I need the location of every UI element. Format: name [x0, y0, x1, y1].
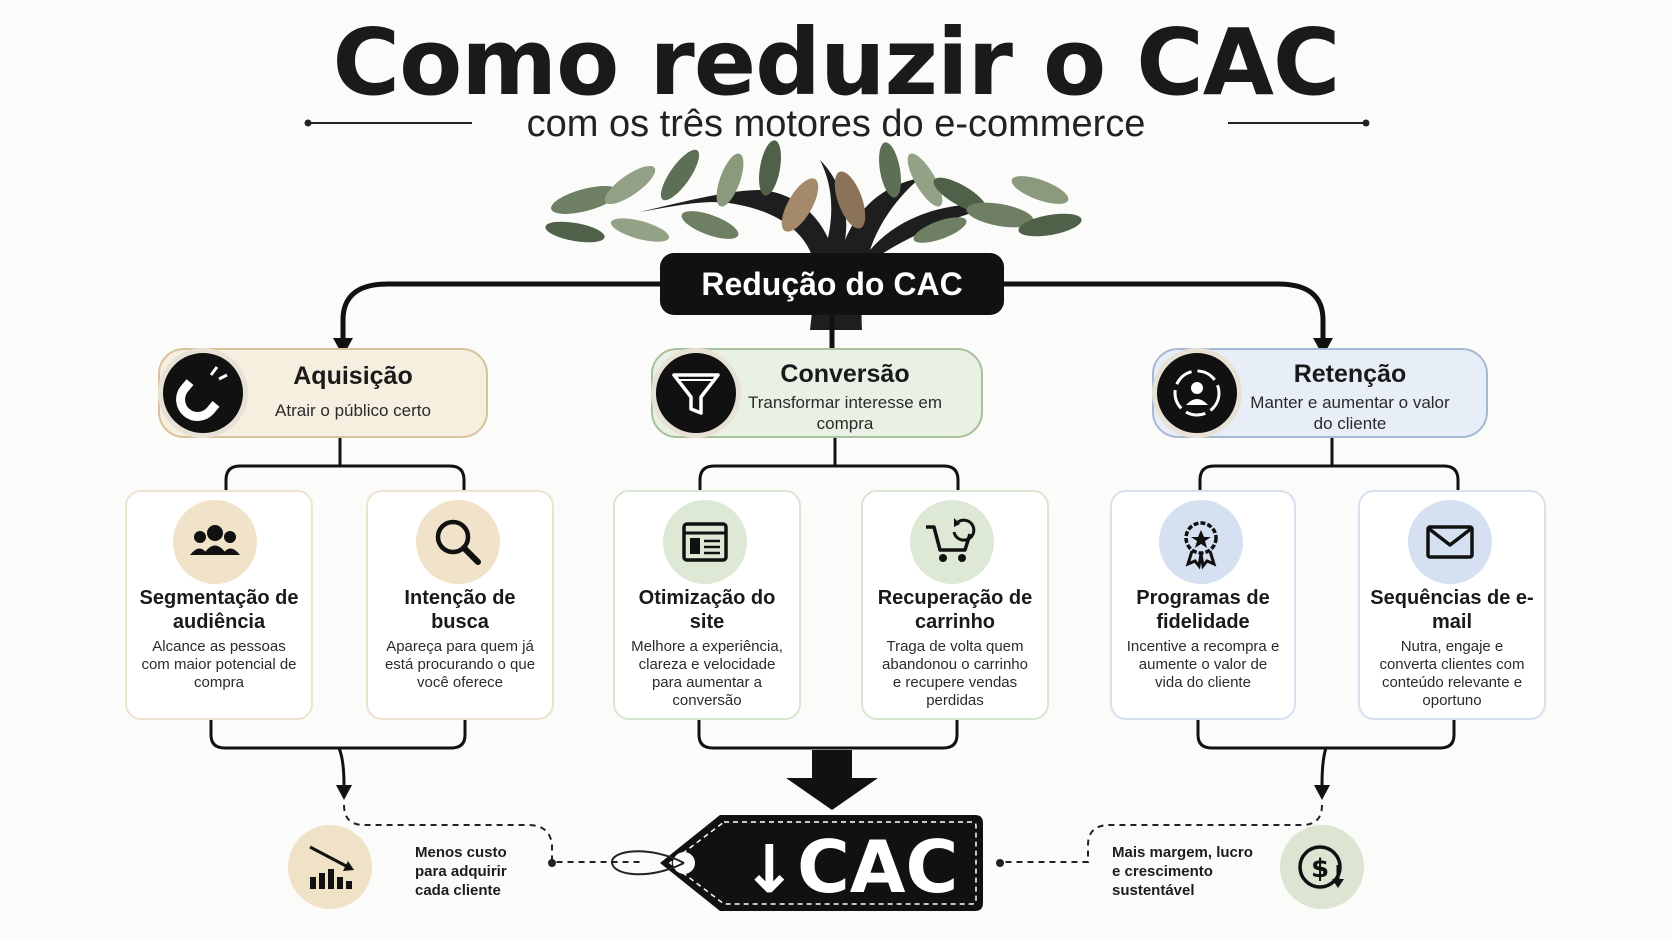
cac-label: ↓CAC	[735, 825, 965, 909]
chart-down-icon	[288, 825, 372, 909]
people-icon	[173, 500, 257, 584]
card-title: Segmentação de audiência	[139, 587, 299, 633]
badge-icon	[1159, 500, 1243, 584]
pillar-subtitle-conversion: Transformar interesse em compra	[748, 393, 942, 433]
card-title: Programas de fidelidade	[1136, 587, 1270, 633]
outcome-left-text: Menos custo para adquirir cada cliente	[415, 844, 507, 899]
magnet-icon	[158, 348, 248, 438]
card-title: Recuperação de carrinho	[877, 587, 1033, 633]
card-description: Nutra, engaje e converta clientes com co…	[1379, 638, 1525, 709]
svg-text:$: $	[1311, 854, 1329, 884]
card-description: Traga de volta quem abandonou o carrinho…	[882, 638, 1028, 709]
card-description: Alcance as pessoas com maior potencial d…	[141, 638, 297, 691]
cac-tag	[611, 815, 983, 911]
pillar-title-retention: Retenção	[1293, 360, 1407, 388]
card-description: Incentive a recompra e aumente o valor d…	[1126, 638, 1280, 691]
cart-return-icon	[910, 500, 994, 584]
pillar-subtitle-acquisition: Atrair o público certo	[275, 401, 431, 420]
card-title: Intenção de busca	[404, 587, 516, 633]
page-subtitle: com os três motores do e-commerce	[526, 103, 1146, 145]
browser-icon	[663, 500, 747, 584]
page-title: Como reduzir o CAC	[332, 9, 1341, 116]
card-title: Otimização do site	[638, 587, 776, 633]
card-title: Sequências de e-mail	[1370, 587, 1534, 633]
card-description: Apareça para quem já está procurando o q…	[384, 638, 536, 691]
pillar-subtitle-retention: Manter e aumentar o valor do cliente	[1250, 393, 1450, 433]
funnel-icon	[651, 348, 741, 438]
pillar-title-conversion: Conversão	[780, 360, 910, 388]
root-label: Redução do CAC	[701, 266, 963, 302]
envelope-icon	[1408, 500, 1492, 584]
root-box	[660, 253, 1004, 315]
cac-text: CAC	[796, 825, 959, 909]
center-down-arrow	[786, 750, 878, 810]
down-arrow-icon: ↓	[741, 831, 797, 908]
outcome-right-text: Mais margem, lucro e crescimento sustent…	[1112, 844, 1253, 899]
pillar-title-acquisition: Aquisição	[293, 362, 413, 390]
dollar-down-icon: $	[1280, 825, 1364, 909]
customer-cycle-icon	[1152, 348, 1242, 438]
card-description: Melhore a experiência, clareza e velocid…	[631, 638, 783, 709]
magnifier-icon	[416, 500, 500, 584]
tree-icon	[545, 140, 1082, 330]
